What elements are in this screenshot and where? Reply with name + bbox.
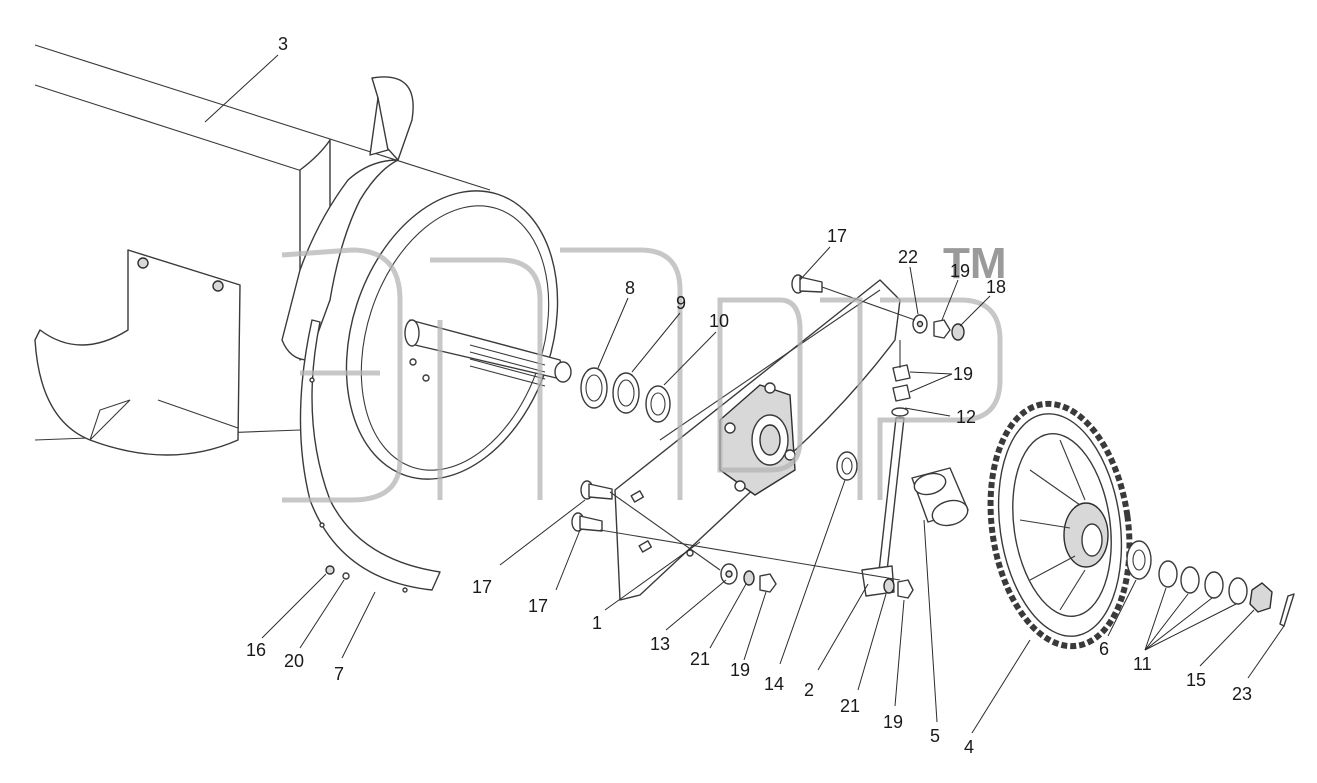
callout-17-top: 17 (827, 226, 847, 246)
callout-12: 12 (956, 407, 976, 427)
watermark: TM (281, 239, 1007, 503)
callout-13: 13 (650, 634, 670, 654)
callout-14: 14 (764, 674, 784, 694)
callout-23: 23 (1232, 684, 1252, 704)
nut-21-left (743, 570, 755, 586)
sprocket-4 (987, 400, 1133, 650)
callout-18: 18 (986, 277, 1006, 297)
callout-2: 2 (804, 680, 814, 700)
nut-19-top (933, 319, 951, 339)
spacer-14 (836, 451, 858, 481)
callout-9: 9 (676, 293, 686, 313)
screw-16 (325, 565, 350, 580)
callout-20: 20 (284, 651, 304, 671)
callout-19-top: 19 (950, 261, 970, 281)
auger-flight (281, 76, 414, 361)
callout-1: 1 (592, 613, 602, 633)
nut-19-left (759, 573, 777, 593)
callout-17-mid: 17 (472, 577, 492, 597)
curved-strip (299, 319, 441, 593)
callout-labels: 3 8 9 10 17 22 19 18 19 12 17 17 1 13 21… (246, 34, 1252, 757)
callout-15: 15 (1186, 670, 1206, 690)
callout-6: 6 (1099, 639, 1109, 659)
washer-13 (720, 563, 738, 585)
callout-4: 4 (964, 737, 974, 757)
callout-3: 3 (278, 34, 288, 54)
bolt-17-top (791, 274, 823, 294)
bolt-17-low (571, 512, 603, 532)
callout-17-low: 17 (528, 596, 548, 616)
assembly-lines (599, 286, 916, 581)
tensioner-bolt (861, 364, 914, 599)
callout-16: 16 (246, 640, 266, 660)
castle-nut-15 (1249, 582, 1273, 613)
callout-19-mid: 19 (953, 364, 973, 384)
watermark-mark: TM (943, 239, 1007, 288)
leader-lines (204, 54, 1285, 734)
callout-11: 11 (1133, 654, 1152, 674)
washer-6 (1126, 540, 1152, 580)
callout-21-right: 21 (840, 696, 860, 716)
callout-22: 22 (898, 247, 918, 267)
shims-11 (1158, 560, 1248, 605)
cotter-pin-23 (1279, 593, 1295, 627)
washer-8 (580, 367, 608, 409)
washer-10 (645, 385, 671, 423)
callout-19-right: 19 (883, 712, 903, 732)
washer-9 (612, 372, 640, 414)
callout-21-left: 21 (690, 649, 710, 669)
cover-plate (34, 249, 241, 456)
callout-19-left: 19 (730, 660, 750, 680)
callout-8: 8 (625, 278, 635, 298)
callout-10: 10 (709, 311, 729, 331)
nut-18 (951, 323, 965, 341)
washer-22 (912, 314, 928, 334)
callout-7: 7 (334, 664, 344, 684)
splined-shaft (404, 319, 572, 387)
bushing-5 (911, 467, 969, 527)
bolt-17-mid (580, 480, 613, 500)
callout-5: 5 (930, 726, 940, 746)
